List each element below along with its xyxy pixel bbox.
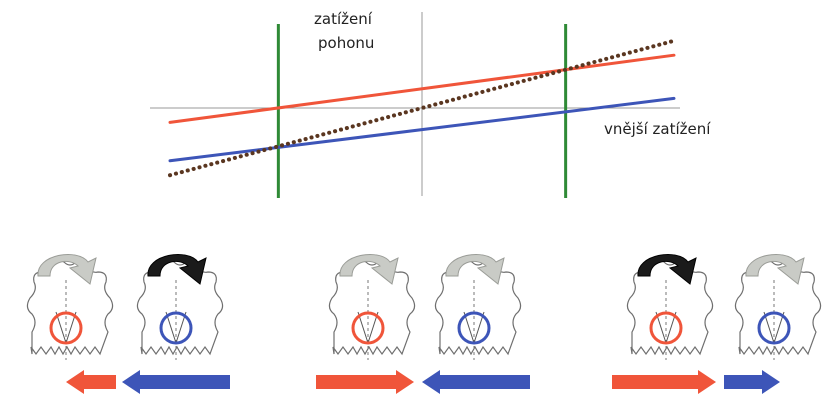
gear-group-1 (26, 254, 230, 394)
rotation-arrow-light-2-1 (339, 254, 399, 285)
gear-group-2 (316, 254, 530, 394)
linear-arrow-red-left-1 (66, 370, 116, 394)
mesh-circle-blue-2-2 (457, 311, 491, 345)
linear-arrow-blue-right-3 (724, 370, 780, 394)
mesh-circle-blue-3-2 (757, 311, 791, 345)
rotation-arrow-light-2-2 (445, 254, 505, 285)
series-red-line (168, 53, 676, 124)
rotation-arrow-light-1-1 (37, 254, 97, 285)
series-brown-line (168, 38, 676, 178)
rotation-arrow-dark-1-2 (147, 254, 207, 285)
mesh-circle-red-3-1 (649, 311, 683, 345)
y-axis-label-line1: zatížení (314, 10, 372, 28)
series-blue-line (168, 96, 676, 163)
gear-group-3 (612, 254, 822, 394)
mesh-circle-red-1-1 (49, 311, 83, 345)
gear-illustrations (26, 254, 822, 394)
linear-arrow-red-right-2 (316, 370, 414, 394)
linear-arrow-blue-left-2 (422, 370, 530, 394)
mesh-circle-blue-1-2 (159, 311, 193, 345)
load-chart (150, 12, 680, 198)
x-axis-label: vnější zatížení (604, 120, 711, 138)
rotation-arrow-dark-3-1 (637, 254, 697, 285)
linear-arrow-red-right-3 (612, 370, 716, 394)
mesh-circle-red-2-1 (351, 311, 385, 345)
y-axis-label-line2: pohonu (318, 34, 375, 52)
linear-arrow-blue-left-1 (122, 370, 230, 394)
rotation-arrow-light-3-2 (745, 254, 805, 285)
